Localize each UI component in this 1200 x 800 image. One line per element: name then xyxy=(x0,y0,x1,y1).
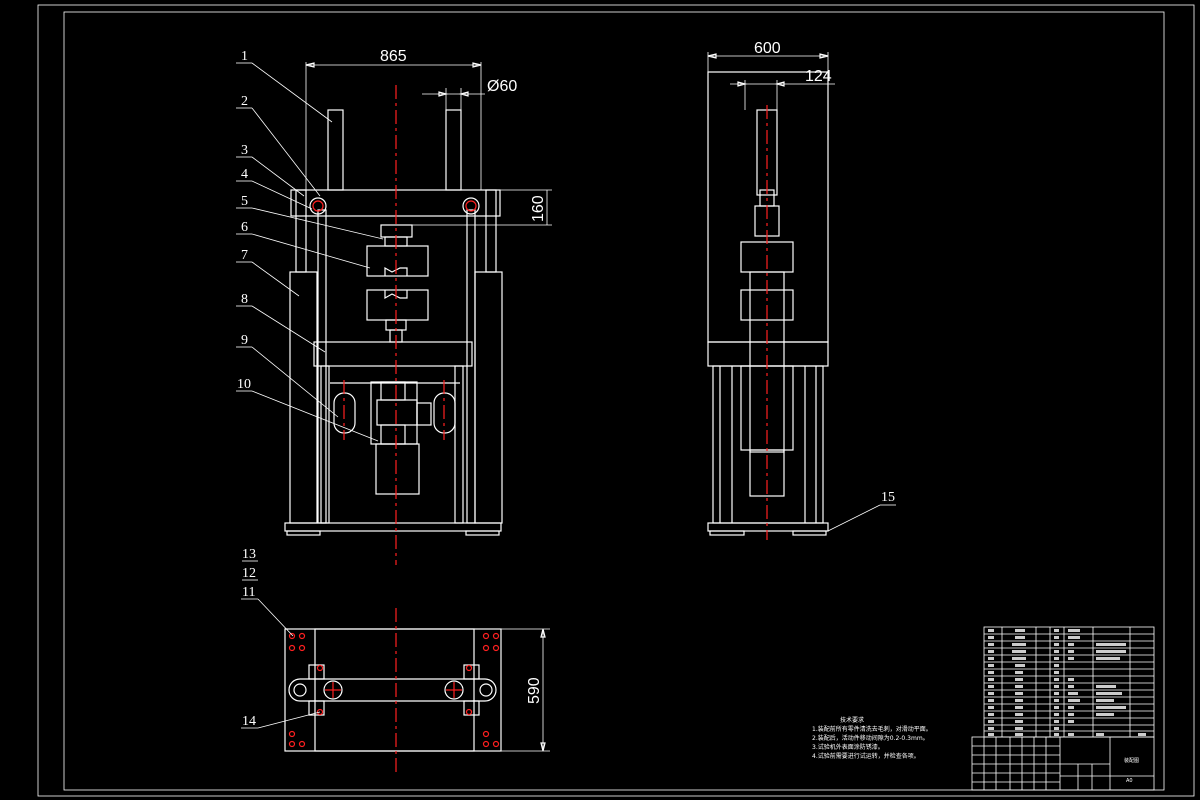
note-line-3: 3.试验机外表面涂防锈漆。 xyxy=(812,743,884,751)
callout-11: 11 xyxy=(242,585,255,600)
note-line-2: 2.装配后，活动件移动间隙为0.2-0.3mm。 xyxy=(812,734,929,742)
callout-13: 13 xyxy=(242,547,256,562)
dimension-dia-60: Ø60 xyxy=(487,78,517,95)
actuator-body xyxy=(370,381,418,445)
top-rod-left xyxy=(327,109,344,191)
callout-7: 7 xyxy=(241,248,248,263)
callout-6: 6 xyxy=(241,220,248,235)
callout-8: 8 xyxy=(241,292,248,307)
sheet-size: A0 xyxy=(1126,778,1133,784)
middle-crossbeam xyxy=(313,341,473,367)
side-frame xyxy=(707,71,829,343)
plan-bolts xyxy=(288,632,500,748)
callout-4: 4 xyxy=(241,167,248,182)
dimension-160: 160 xyxy=(530,195,547,222)
right-column xyxy=(474,271,503,524)
callout-9: 9 xyxy=(241,333,248,348)
dimension-590: 590 xyxy=(526,677,543,704)
technical-notes: 技术要求 1.装配前所有零件清洗去毛刺，对滑动平面。 2.装配后，活动件移动间隙… xyxy=(812,716,932,760)
side-view: 600 124 15 xyxy=(707,40,896,540)
side-base xyxy=(707,522,829,532)
outer-border xyxy=(37,4,1195,797)
callout-15: 15 xyxy=(881,490,895,505)
front-leaders xyxy=(236,62,384,442)
crossbeam-bolt-left xyxy=(309,197,327,215)
note-line-1: 1.装配前所有零件清洗去毛刺，对滑动平面。 xyxy=(812,725,932,733)
dimension-124: 124 xyxy=(805,68,832,85)
callout-10: 10 xyxy=(237,377,251,392)
upper-jaw xyxy=(366,245,429,277)
callout-14: 14 xyxy=(242,714,256,729)
drawing-name: 装配图 xyxy=(1124,757,1139,764)
title-block: 装配图 A0 xyxy=(971,736,1155,791)
front-view: 865 Ø60 160 xyxy=(236,48,552,565)
inner-frame xyxy=(63,11,1165,791)
plan-view: 590 13 12 11 14 xyxy=(241,547,550,772)
lower-jaw xyxy=(366,289,429,321)
parts-list-table xyxy=(983,626,1155,738)
top-rod-right xyxy=(445,109,462,191)
plan-crossbeam xyxy=(288,678,497,702)
plan-base xyxy=(284,628,502,752)
callout-1: 1 xyxy=(241,49,248,64)
base-plate xyxy=(284,522,502,532)
callout-3: 3 xyxy=(241,143,248,158)
left-column xyxy=(289,271,318,524)
callout-5: 5 xyxy=(241,194,248,209)
callout-2: 2 xyxy=(241,94,248,109)
dimension-865: 865 xyxy=(380,48,407,65)
callout-12: 12 xyxy=(242,566,256,581)
hydraulic-cylinder xyxy=(375,443,420,495)
dimension-600: 600 xyxy=(754,40,781,57)
note-line-4: 4.试验前需要进行试运转，并检查各项。 xyxy=(812,752,920,760)
notes-title: 技术要求 xyxy=(840,716,864,724)
